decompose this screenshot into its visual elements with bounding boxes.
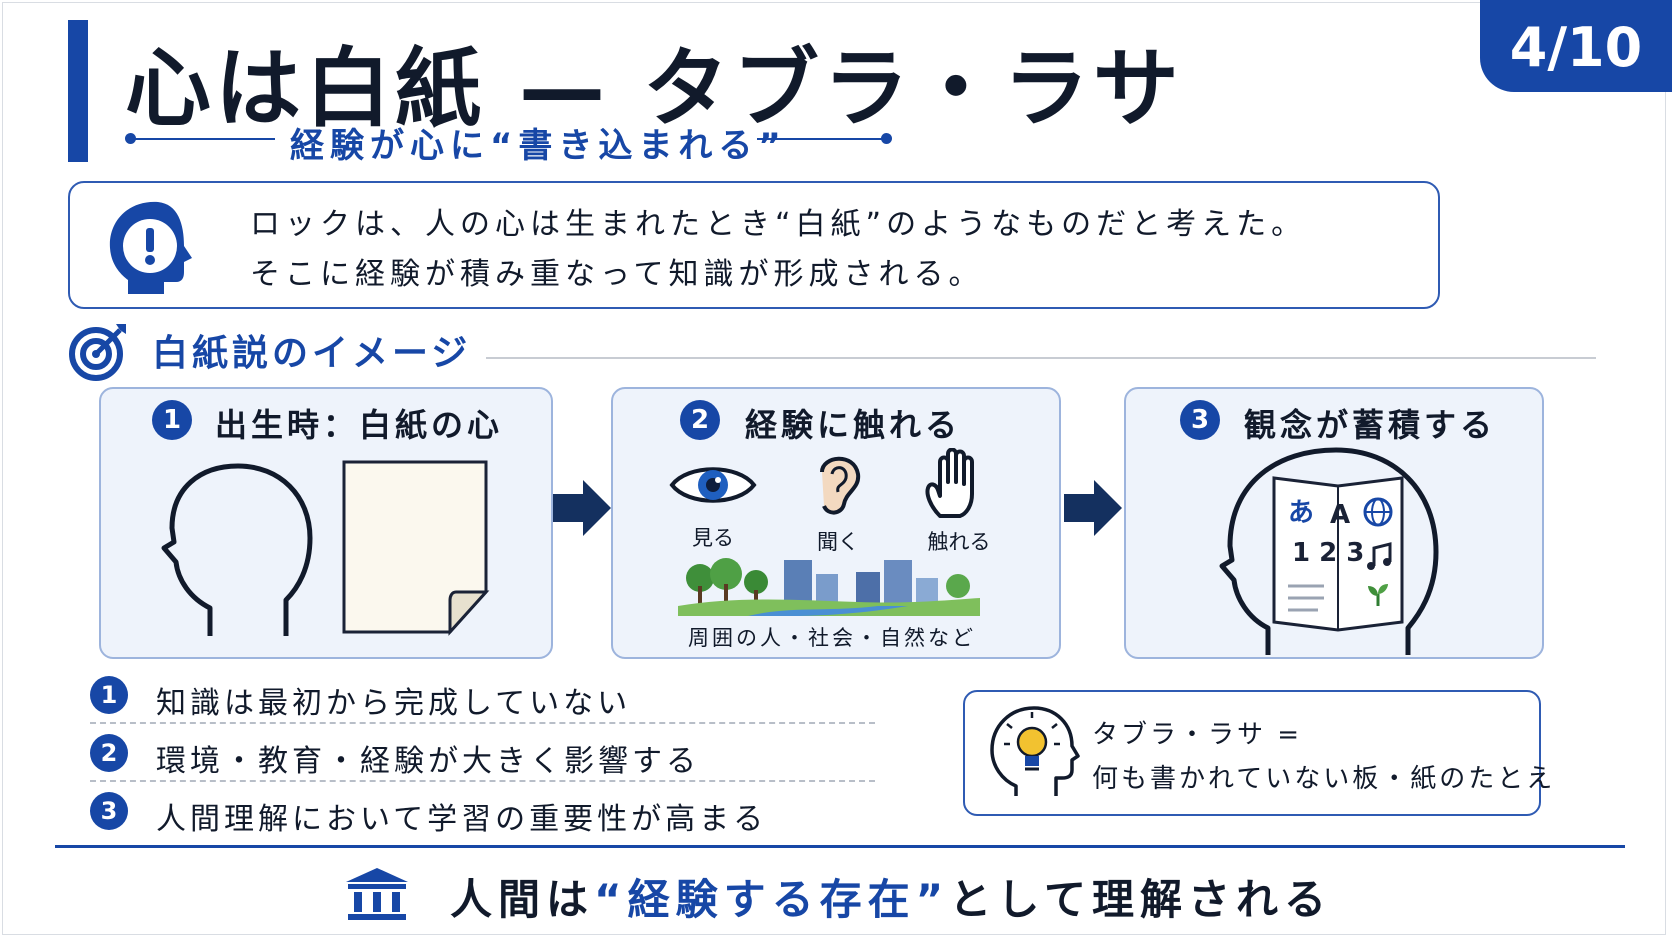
point-divider bbox=[90, 722, 875, 724]
subtitle-line-left bbox=[131, 138, 275, 140]
conclusion-text: 人間は“経験する存在”として理解される bbox=[450, 866, 1332, 927]
environment-label: 周囲の人・社会・自然など bbox=[688, 626, 976, 650]
intro-line-2: そこに経験が積み重なって知識が形成される。 bbox=[250, 257, 984, 292]
institution-icon bbox=[344, 866, 410, 928]
step-number-2: 2 bbox=[680, 400, 720, 440]
conclusion-pre: 人間は bbox=[450, 875, 595, 924]
conclusion-post: として理解される bbox=[949, 875, 1332, 924]
book-latin: A bbox=[1330, 500, 1351, 530]
bottom-divider bbox=[55, 845, 1625, 848]
sprout-icon bbox=[1364, 582, 1392, 612]
point-text-2: 環境・教育・経験が大きく影響する bbox=[156, 744, 700, 779]
point-number-1: 1 bbox=[90, 676, 128, 714]
intro-line-1: ロックは、人の心は生まれたとき“白紙”のようなものだと考えた。 bbox=[250, 207, 1307, 242]
blank-paper-icon bbox=[340, 458, 490, 642]
page-number-badge: 4/10 bbox=[1480, 0, 1672, 92]
head-book-icon bbox=[1218, 442, 1448, 661]
book-numbers: 1 2 3 bbox=[1292, 538, 1365, 568]
subtitle-dot-left bbox=[125, 133, 136, 144]
hand-icon bbox=[922, 447, 992, 522]
subtitle-text: 経験が心に“書き込まれる” bbox=[290, 126, 787, 166]
head-silhouette-icon bbox=[150, 458, 320, 642]
definition-text: 何も書かれていない板・紙のたとえ bbox=[1092, 764, 1556, 794]
point-number-2: 2 bbox=[90, 734, 128, 772]
point-number-3: 3 bbox=[90, 792, 128, 830]
ear-icon bbox=[812, 448, 864, 522]
subtitle-line-right bbox=[757, 138, 887, 140]
conclusion-highlight: “経験する存在” bbox=[594, 875, 950, 924]
section-title: 白紙説のイメージ bbox=[152, 333, 472, 374]
intro-text: ロックは、人の心は生まれたとき“白紙”のようなものだと考えた。 そこに経験が積み… bbox=[250, 200, 1306, 300]
step-title-3: 観念が蓄積する bbox=[1244, 406, 1497, 444]
step-number-3: 3 bbox=[1180, 400, 1220, 440]
point-text-3: 人間理解において学習の重要性が高まる bbox=[156, 802, 768, 837]
book-kana: あ bbox=[1288, 498, 1315, 528]
step-title-1: 出生時：白紙の心 bbox=[215, 406, 504, 444]
city-nature-icon bbox=[678, 556, 980, 620]
step-title-2: 経験に触れる bbox=[745, 406, 962, 444]
eye-icon bbox=[668, 460, 758, 514]
definition-box bbox=[963, 690, 1541, 816]
globe-icon bbox=[1362, 496, 1394, 532]
definition-term: タブラ・ラサ = bbox=[1092, 720, 1303, 750]
music-note-icon bbox=[1366, 542, 1394, 576]
page-title: 心は白紙 — タブラ・ラサ bbox=[125, 39, 1183, 139]
step-number-1: 1 bbox=[152, 400, 192, 440]
sense-label-see: 見る bbox=[692, 526, 734, 550]
target-icon bbox=[68, 320, 130, 386]
sense-label-touch: 触れる bbox=[927, 530, 991, 554]
arrow-right-icon bbox=[553, 478, 613, 542]
title-accent-bar bbox=[68, 20, 88, 162]
intro-box bbox=[68, 181, 1440, 309]
point-text-1: 知識は最初から完成していない bbox=[156, 686, 632, 721]
lightbulb-head-icon bbox=[980, 700, 1080, 804]
head-exclamation-icon bbox=[98, 190, 208, 304]
sense-label-hear: 聞く bbox=[817, 530, 859, 554]
subtitle: 経験が心に“書き込まれる” bbox=[125, 118, 955, 166]
point-divider bbox=[90, 780, 875, 782]
subtitle-dot-right bbox=[881, 133, 892, 144]
section-divider bbox=[486, 357, 1596, 359]
arrow-right-icon bbox=[1064, 478, 1124, 542]
